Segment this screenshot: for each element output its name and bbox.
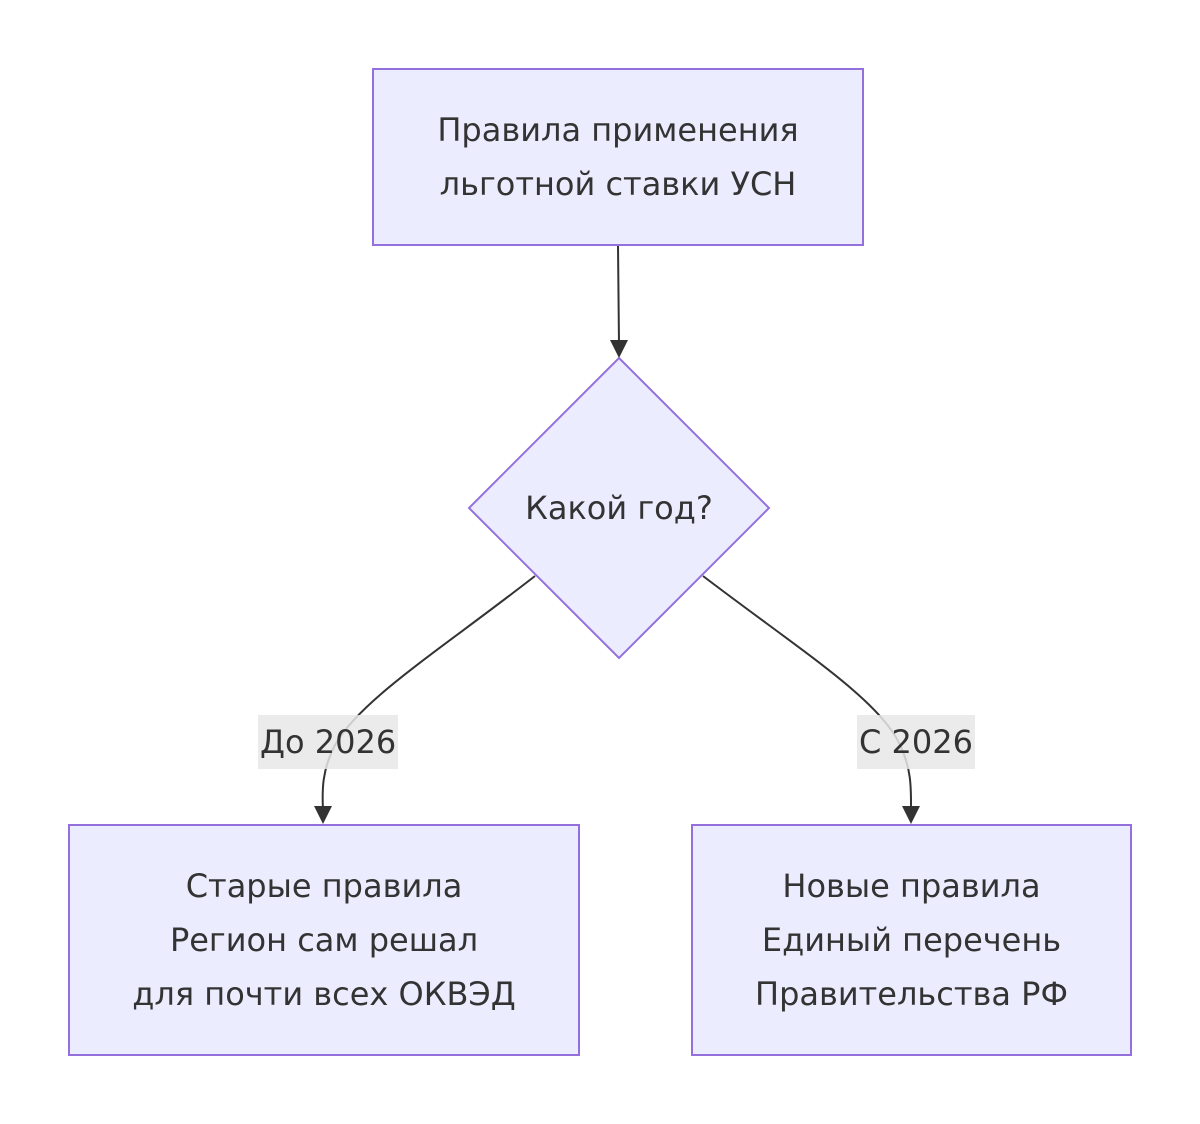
new-rules-node: Новые правила Единый перечень Правительс… <box>691 824 1132 1056</box>
decision-node-label: Какой год? <box>525 489 713 527</box>
edge-decision-to-old-rules <box>321 575 536 811</box>
edge-label-from-2026: С 2026 <box>857 715 975 769</box>
arrowhead-decision-to-new-rules <box>902 806 920 824</box>
start-node: Правила применения льготной ставки УСН <box>372 68 864 246</box>
edge-start-to-decision <box>617 244 620 345</box>
arrowhead-decision-to-old-rules <box>314 806 332 824</box>
edge-decision-to-new-rules <box>702 575 913 811</box>
start-node-line-1: Правила применения <box>437 111 799 149</box>
start-node-line-2: льготной ставки УСН <box>439 165 797 203</box>
old-rules-line-2: Регион сам решал <box>169 921 479 959</box>
old-rules-line-1: Старые правила <box>185 867 463 905</box>
arrowhead-start-to-decision <box>610 340 628 358</box>
new-rules-line-1: Новые правила <box>782 867 1041 905</box>
new-rules-line-3: Правительства РФ <box>755 975 1068 1013</box>
edge-label-before-2026: До 2026 <box>258 715 399 769</box>
new-rules-line-2: Единый перечень <box>761 921 1062 959</box>
old-rules-node: Старые правила Регион сам решал для почт… <box>68 824 580 1056</box>
decision-diamond-shape <box>467 356 771 660</box>
old-rules-line-3: для почти всех ОКВЭД <box>132 975 516 1013</box>
